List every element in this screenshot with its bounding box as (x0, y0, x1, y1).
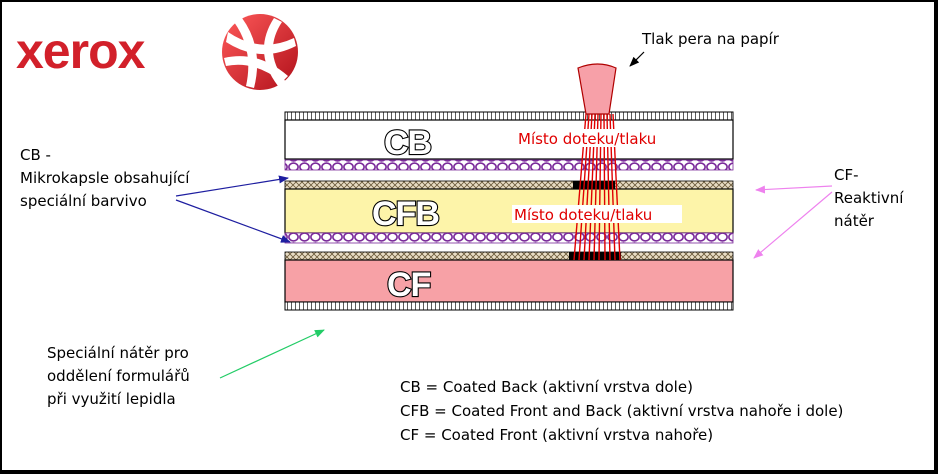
cb-arrow-top (175, 175, 289, 197)
top-tick-strip (284, 111, 734, 121)
cb-label-line3: speciální barvivo (20, 192, 147, 210)
cf-sheet (284, 259, 734, 303)
reactive-coating-cf (284, 251, 734, 261)
cf-arrow-bottom (753, 191, 833, 259)
special-label-line1: Speciální nátěr pro (47, 344, 189, 362)
special-label-line2: oddělení formulářů (47, 367, 190, 385)
cf-label-line1: CF- (834, 166, 859, 184)
imprint-mark-top (573, 181, 615, 190)
contact-label-top-bg (516, 129, 686, 147)
cf-label-line2: Reaktivní (834, 189, 904, 207)
contact-label-top: Místo doteku/tlaku (518, 130, 656, 148)
xerox-wordmark: xerox (16, 23, 146, 79)
cfb-sheet-label: CFB (372, 195, 439, 233)
xerox-sphere-icon (222, 14, 298, 90)
imprint-mark-bottom (569, 252, 621, 262)
legend-cf: CF = Coated Front (aktivní vrstva nahoře… (400, 426, 713, 444)
cb-sheet-label: CB (384, 124, 432, 162)
reactive-coating-cfb (284, 180, 734, 190)
pen-pressure-label: Tlak pera na papír (641, 30, 780, 48)
cf-label-line3: nátěr (834, 212, 875, 230)
capsule-layer-top (284, 159, 734, 171)
pen-tip-icon (577, 63, 617, 115)
cf-arrow-top (755, 185, 833, 194)
cb-label-line1: CB - (20, 146, 51, 164)
special-label-line3: při využití lepidla (47, 390, 176, 408)
legend-cb: CB = Coated Back (aktivní vrstva dole) (400, 378, 693, 396)
bottom-tick-strip (284, 301, 734, 311)
legend-cfb: CFB = Coated Front and Back (aktivní vrs… (400, 402, 843, 420)
contact-label-mid: Místo doteku/tlaku (514, 206, 652, 224)
pen-pressure-arrow (629, 51, 645, 67)
cf-sheet-label: CF (387, 266, 431, 304)
capsule-layer-mid (284, 232, 734, 244)
special-arrow (219, 329, 325, 379)
cb-arrow-bottom (175, 199, 291, 243)
cb-label-line2: Mikrokapsle obsahující (20, 169, 190, 187)
contact-label-mid-bg (512, 205, 682, 223)
